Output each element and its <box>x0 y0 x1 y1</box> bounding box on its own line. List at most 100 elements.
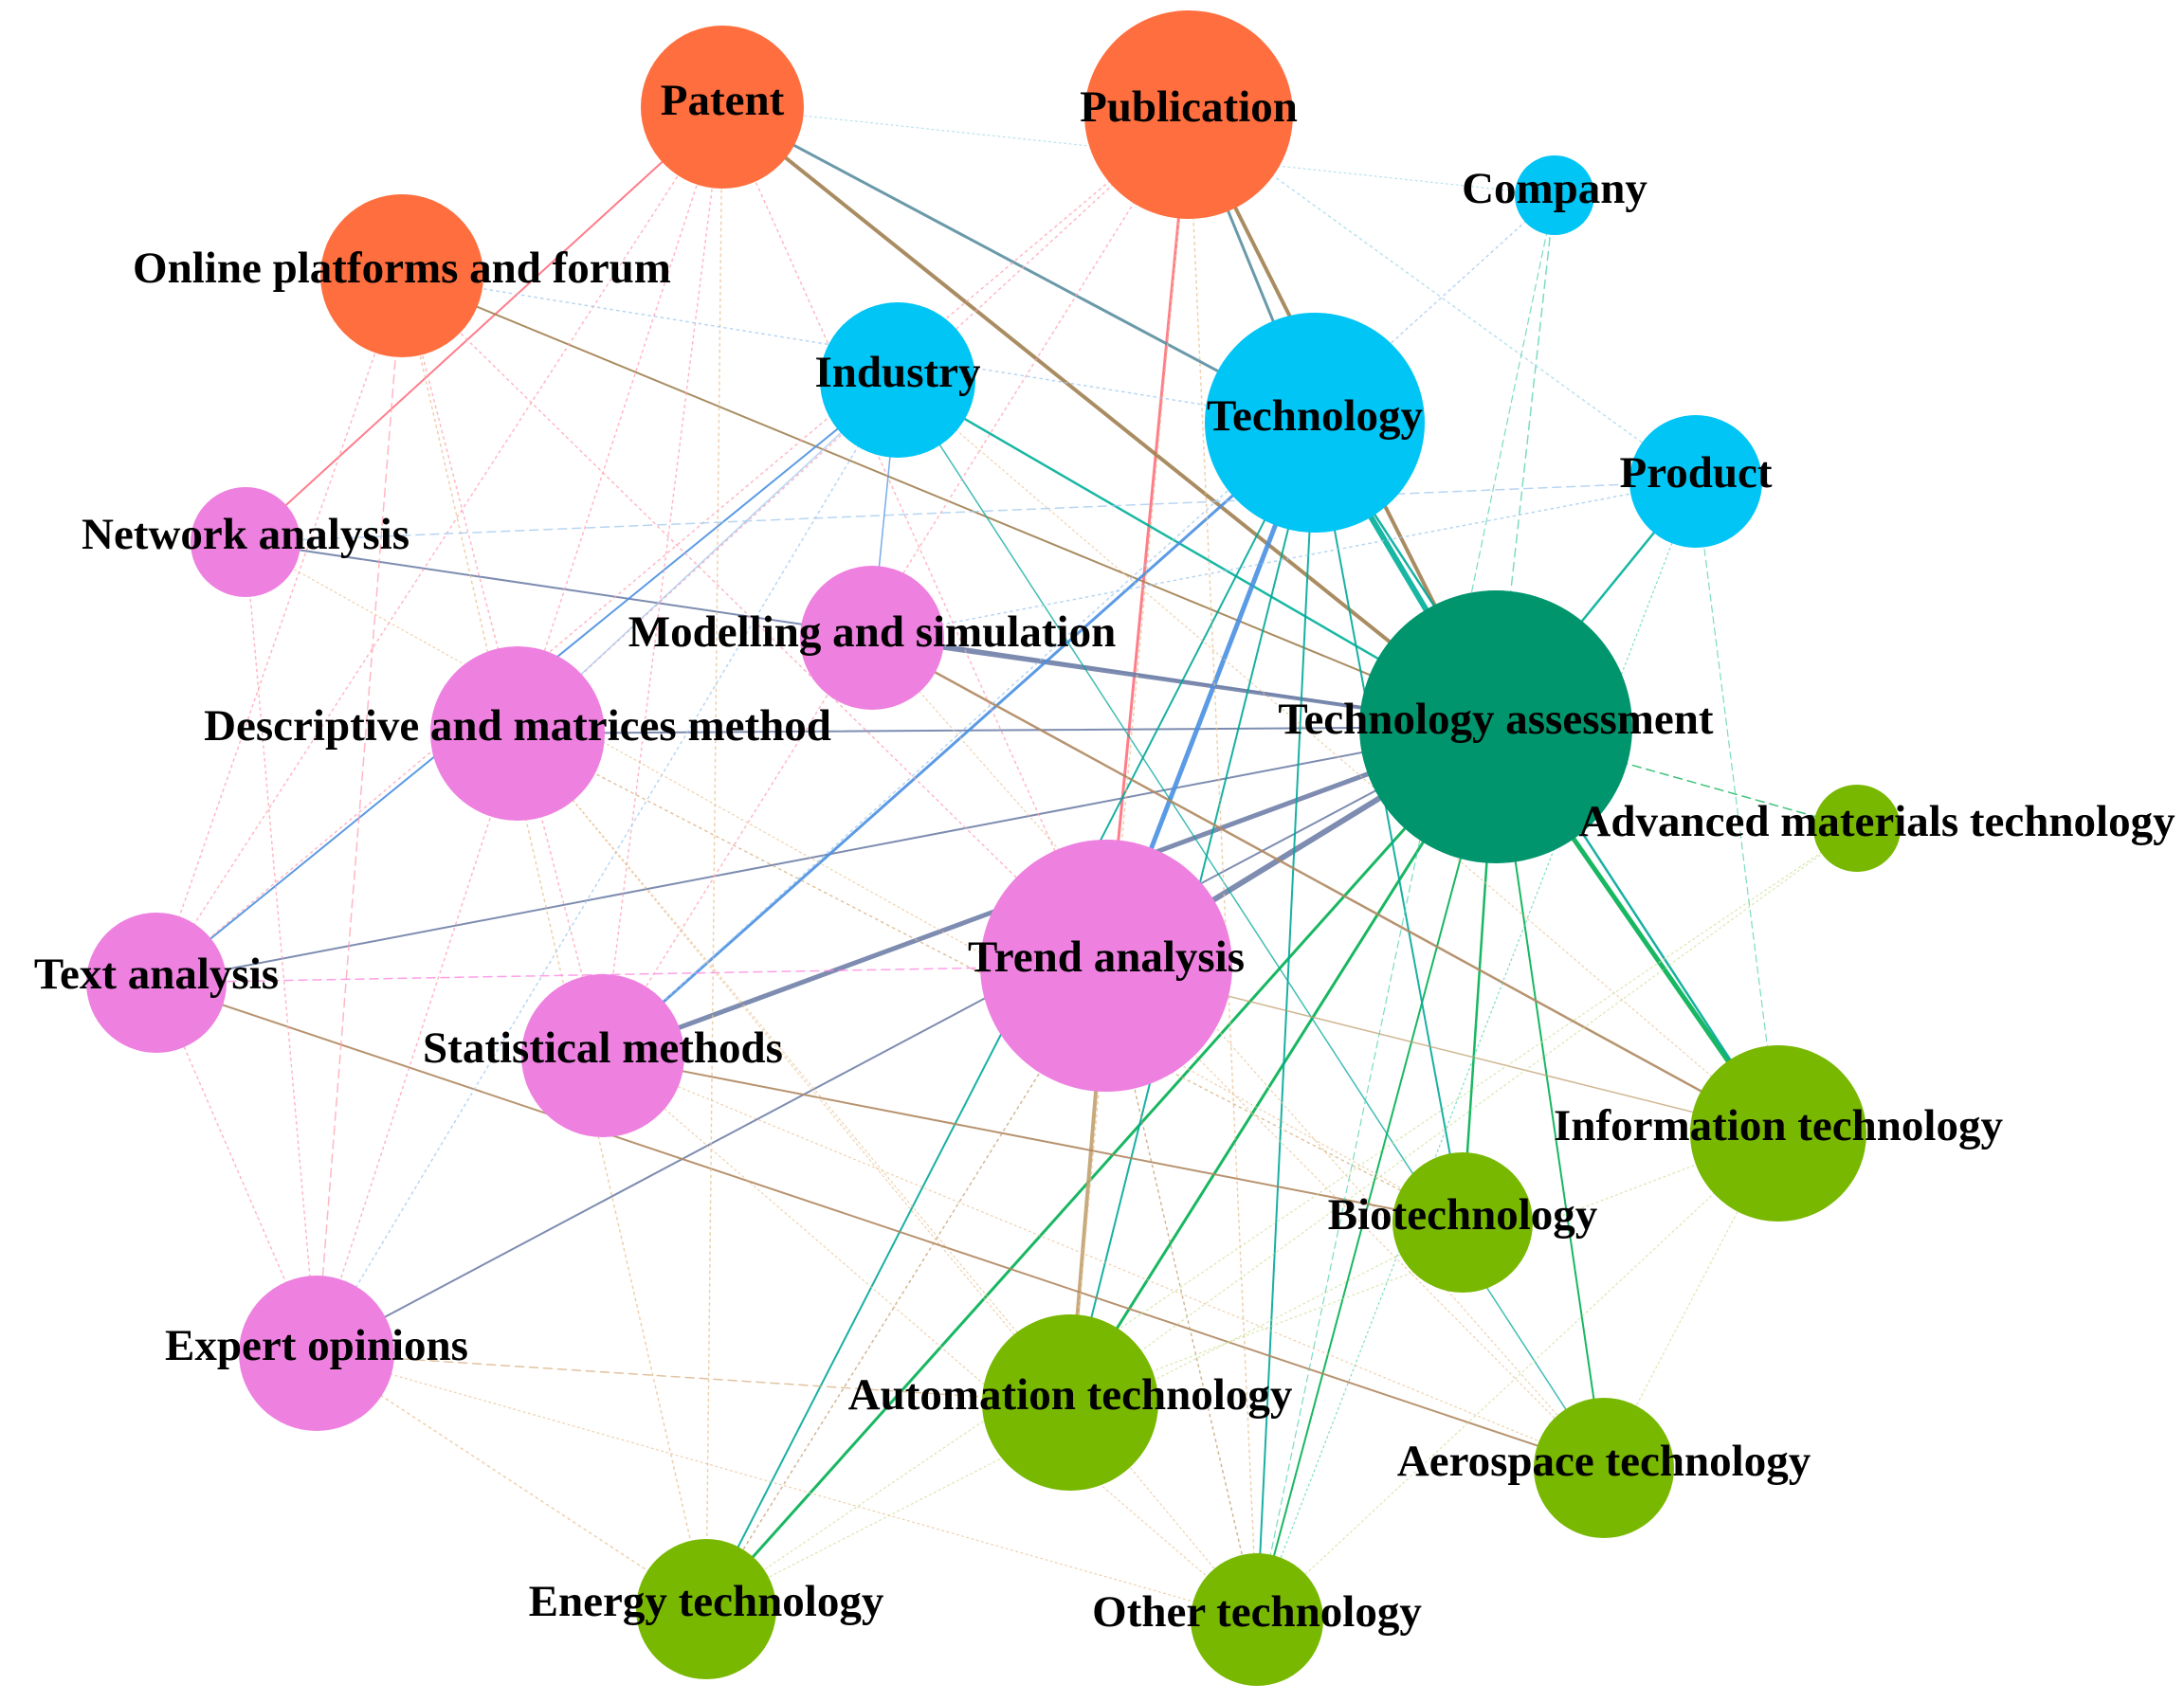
edge-expert-ta <box>316 726 1497 1354</box>
nodes-layer <box>86 10 1901 1686</box>
edge-company-other <box>1256 194 1556 1621</box>
edge-statistical-other <box>602 1055 1258 1621</box>
edge-descriptive-automation <box>517 733 1071 1403</box>
node-label-automation: Automation technology <box>848 1370 1293 1420</box>
node-label-industry: Industry <box>814 348 981 397</box>
node-patent <box>641 26 804 189</box>
edge-company-patent <box>721 106 1556 196</box>
edge-trend-energy <box>705 965 1107 1610</box>
edge-publication-product <box>1188 114 1697 482</box>
edge-descriptive-expert <box>316 733 519 1354</box>
edge-publication-text <box>155 114 1190 984</box>
edge-online-ta <box>401 275 1497 728</box>
edge-ta-energy <box>704 725 1498 1611</box>
edge-network-expert <box>245 541 318 1354</box>
edge-patent-energy <box>705 106 723 1610</box>
edge-automation-advanced <box>1069 827 1858 1403</box>
edge-publication-automation <box>1069 114 1190 1403</box>
edge-modelling-infotech <box>870 636 1780 1135</box>
edge-online-expert <box>316 275 403 1354</box>
node-label-infotech: Information technology <box>1554 1101 2003 1150</box>
edge-descriptive-other <box>517 733 1258 1621</box>
node-label-technology: Technology <box>1207 391 1424 441</box>
node-descriptive <box>430 646 605 821</box>
node-label-online: Online platforms and forum <box>133 244 671 293</box>
edge-network-biotech <box>245 541 1464 1223</box>
node-industry <box>820 302 975 458</box>
edge-technology-other <box>1256 422 1316 1621</box>
node-advanced <box>1813 785 1901 872</box>
node-label-publication: Publication <box>1080 82 1298 132</box>
node-label-other: Other technology <box>1092 1587 1422 1637</box>
node-label-product: Product <box>1619 448 1772 498</box>
node-label-biotech: Biotechnology <box>1328 1190 1598 1240</box>
node-biotech <box>1392 1152 1533 1293</box>
node-label-advanced: Advanced materials technology <box>1578 797 2175 846</box>
node-label-energy: Energy technology <box>529 1577 884 1626</box>
node-ta <box>1359 590 1632 863</box>
node-energy <box>636 1539 776 1679</box>
edge-statistical-biotech <box>602 1055 1464 1223</box>
edge-descriptive-ta <box>517 726 1497 734</box>
edge-text-trend <box>155 965 1107 984</box>
node-other <box>1191 1553 1323 1686</box>
edge-text-ta <box>155 726 1497 984</box>
edge-industry-infotech <box>897 379 1779 1134</box>
node-label-descriptive: Descriptive and matrices method <box>204 701 831 751</box>
node-technology <box>1205 313 1425 533</box>
edge-ta-other <box>1256 726 1497 1621</box>
node-label-aerospace: Aerospace technology <box>1397 1437 1811 1486</box>
node-label-text: Text analysis <box>34 950 279 999</box>
node-label-network: Network analysis <box>82 510 410 559</box>
node-infotech <box>1690 1045 1866 1222</box>
node-company <box>1515 155 1594 235</box>
edge-energy-advanced <box>705 827 1858 1610</box>
node-label-company: Company <box>1462 164 1647 213</box>
edge-expert-automation <box>316 1352 1071 1403</box>
node-expert <box>239 1276 394 1431</box>
edge-patent-statistical <box>602 106 723 1057</box>
edge-patent-ta <box>720 105 1498 729</box>
node-publication <box>1084 10 1293 219</box>
edge-publication-other <box>1188 114 1258 1621</box>
node-label-ta: Technology assessment <box>1278 695 1714 744</box>
edge-other-infotech <box>1256 1132 1779 1621</box>
edge-publication-statistical <box>602 114 1190 1057</box>
edge-network-product <box>245 480 1697 543</box>
edge-online-text <box>155 275 403 984</box>
node-online <box>320 194 483 357</box>
node-label-expert: Expert opinions <box>165 1321 468 1370</box>
node-aerospace <box>1534 1398 1674 1538</box>
edge-online-energy <box>401 275 707 1610</box>
edge-technology-biotech <box>1314 422 1464 1223</box>
node-label-statistical: Statistical methods <box>423 1023 783 1073</box>
node-text <box>86 913 227 1053</box>
node-label-patent: Patent <box>661 76 785 125</box>
edge-patent-descriptive <box>517 106 723 734</box>
node-automation <box>982 1314 1158 1491</box>
edge-patent-network <box>245 106 723 543</box>
node-trend <box>980 840 1232 1092</box>
edge-patent-text <box>155 106 723 984</box>
edge-company-statistical <box>602 194 1556 1057</box>
edge-trend-other <box>1105 965 1258 1621</box>
edge-expert-other <box>316 1352 1258 1621</box>
edge-patent-trend <box>721 106 1107 967</box>
edge-product-infotech <box>1695 480 1779 1134</box>
node-statistical <box>521 974 684 1137</box>
node-network <box>191 487 300 597</box>
edge-statistical-aerospace <box>602 1055 1605 1469</box>
node-product <box>1629 415 1762 548</box>
edge-modelling-product <box>871 480 1697 639</box>
edge-patent-technology <box>720 105 1317 425</box>
edge-statistical-technology <box>601 421 1317 1058</box>
edge-modelling-aerospace <box>871 637 1605 1469</box>
node-label-modelling: Modelling and simulation <box>628 607 1117 657</box>
edge-product-other <box>1256 480 1697 1621</box>
edge-text-aerospace <box>155 982 1605 1469</box>
node-label-trend: Trend analysis <box>968 932 1245 982</box>
node-modelling <box>800 566 944 710</box>
